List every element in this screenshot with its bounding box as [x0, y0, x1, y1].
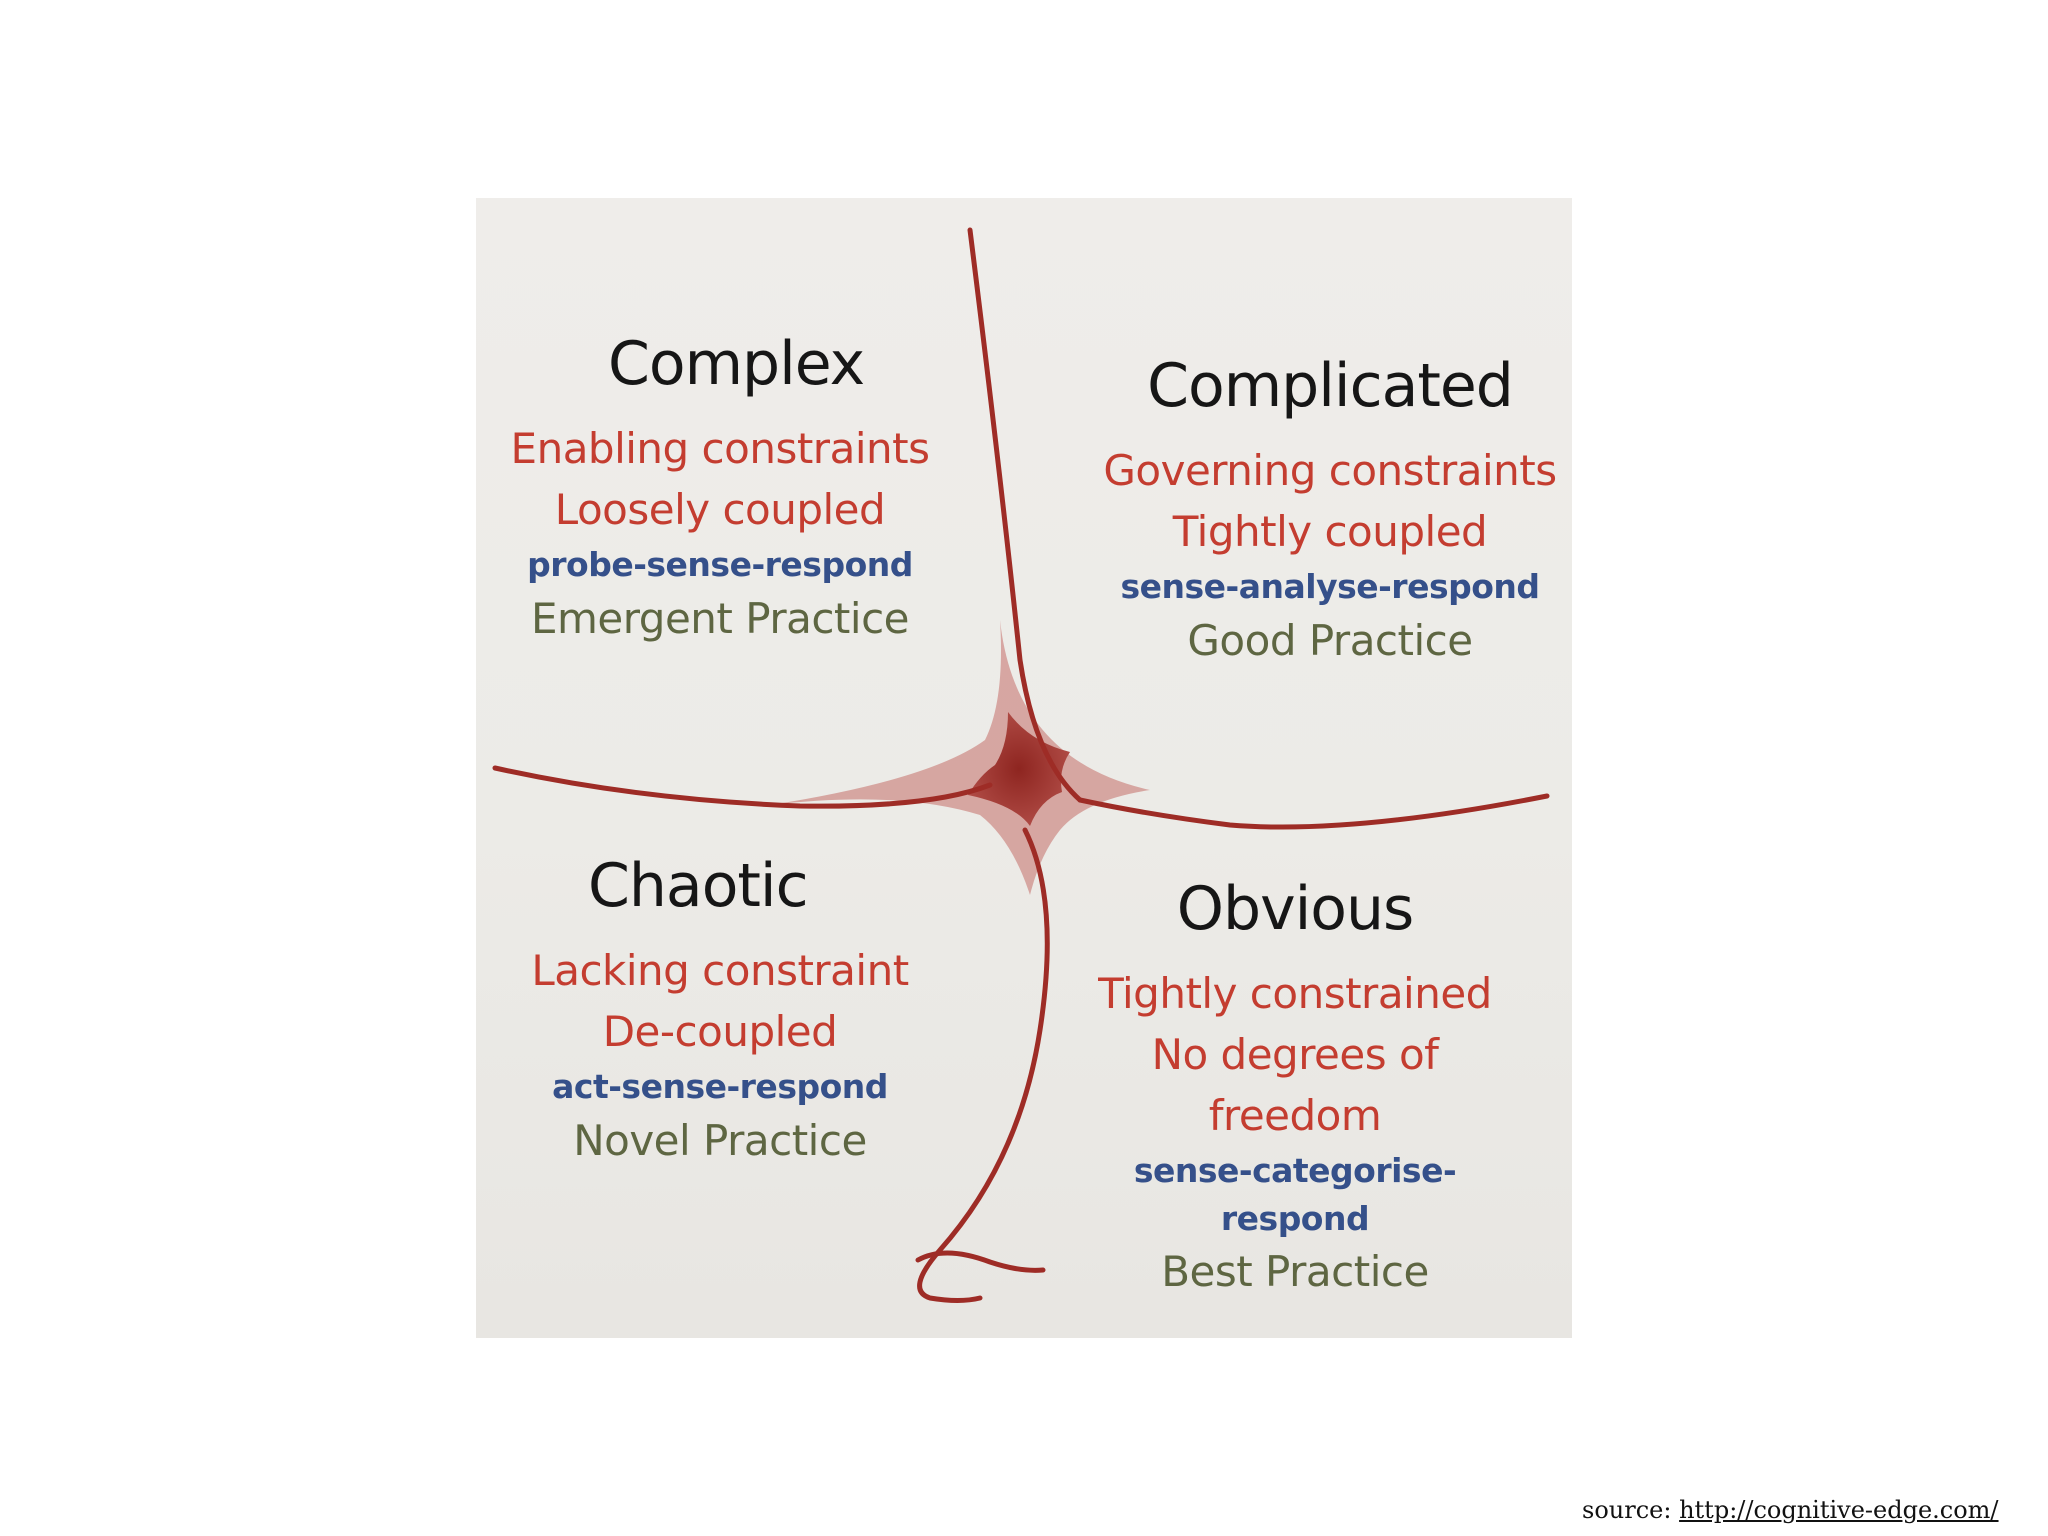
domain-constraint: Lacking constraint [531, 946, 909, 995]
domain-chaotic: Chaotic Lacking constraint De-coupled ac… [520, 852, 920, 1172]
domain-coupling: No degrees of freedom [1151, 1029, 1439, 1140]
domain-practice: Best Practice [1161, 1247, 1429, 1297]
domain-title: Chaotic [588, 851, 809, 921]
boundary-cliff-lip [915, 1250, 1046, 1273]
boundary-right [1077, 793, 1550, 830]
domain-coupling: De-coupled [602, 1006, 838, 1056]
domain-complex: Complex Enabling constraints Loosely cou… [500, 330, 940, 650]
boundary-left [492, 765, 993, 809]
domain-coupling: Loosely coupled [554, 484, 886, 534]
domain-practice: Emergent Practice [530, 593, 910, 643]
domain-approach: sense-categorise-respond [1133, 1150, 1457, 1238]
domain-approach: sense-analyse-respond [1120, 566, 1540, 606]
domain-title: Obvious [1176, 874, 1415, 944]
boundary-bottom-fold [917, 827, 1050, 1303]
center-disorder-shape [968, 712, 1070, 826]
domain-constraint: Tightly constrained [1098, 969, 1492, 1018]
domain-approach: probe-sense-respond [527, 544, 913, 584]
center-cusp-area [770, 620, 1150, 895]
domain-practice: Novel Practice [573, 1115, 867, 1165]
source-credit: source: http://cognitive-edge.com/ [1582, 1496, 1999, 1524]
boundary-top [967, 227, 1083, 803]
source-link[interactable]: http://cognitive-edge.com/ [1679, 1496, 1999, 1524]
source-label: source: [1582, 1496, 1672, 1524]
domain-title: Complicated [1147, 351, 1514, 421]
domain-complicated: Complicated Governing constraints Tightl… [1095, 352, 1565, 672]
domain-constraint: Enabling constraints [510, 424, 930, 473]
domain-obvious: Obvious Tightly constrained No degrees o… [1060, 875, 1530, 1303]
domain-coupling: Tightly coupled [1172, 506, 1488, 556]
domain-constraint: Governing constraints [1103, 446, 1557, 495]
domain-approach: act-sense-respond [552, 1066, 888, 1106]
domain-practice: Good Practice [1187, 615, 1473, 665]
domain-title: Complex [608, 329, 865, 399]
